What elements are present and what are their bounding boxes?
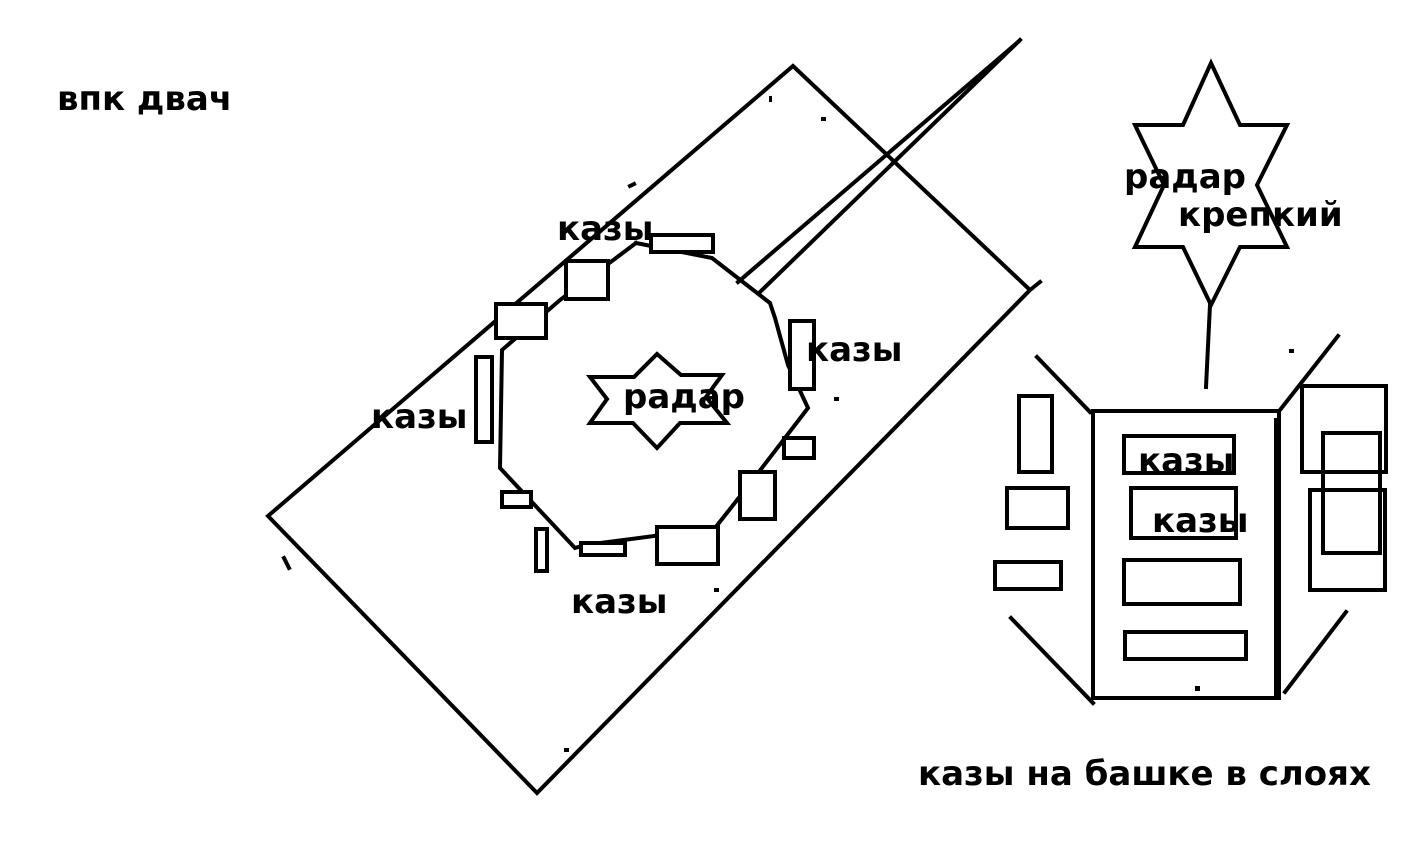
radar-star-icon <box>585 351 732 451</box>
caption: казы на башке в слоях <box>918 754 1371 794</box>
gun-barrel-line-2 <box>757 37 1023 295</box>
kaz-side-box <box>1321 431 1382 555</box>
stray-dot <box>1289 349 1294 353</box>
turret-kazy-label-2: казы <box>1152 501 1249 541</box>
turret-outline <box>497 240 811 551</box>
kaz-layer-box <box>1122 558 1242 606</box>
radar-strong-label: крепкий <box>1178 195 1343 235</box>
stray-tick <box>281 555 292 571</box>
turret-side-line <box>1282 609 1349 695</box>
turret-side-line <box>1008 615 1096 706</box>
kaz-box <box>494 302 548 340</box>
kaz-side-box <box>1308 488 1387 592</box>
kazy-label-top: казы <box>557 209 654 249</box>
stray-dot <box>821 117 826 121</box>
kaz-box <box>788 319 816 391</box>
stray-dot <box>564 748 569 752</box>
kazy-label-right: казы <box>806 330 903 370</box>
kaz-side-box <box>1017 394 1054 474</box>
kaz-layer-box <box>1122 434 1236 475</box>
radar-center-label: радар <box>623 377 746 417</box>
stray-tick <box>627 181 637 189</box>
kaz-side-box <box>1300 384 1388 474</box>
hull-edge-right <box>1027 279 1043 293</box>
kazy-label-bottom: казы <box>571 582 668 622</box>
kaz-box <box>655 525 720 566</box>
stray-dot <box>769 96 772 102</box>
gun-barrel-line-1 <box>735 39 1021 285</box>
kaz-box <box>474 355 494 444</box>
kaz-box <box>534 527 549 573</box>
kaz-layer-box <box>1129 486 1238 540</box>
stray-dot <box>714 588 719 592</box>
kaz-box <box>500 490 533 509</box>
turret-side-line <box>1277 333 1341 413</box>
kaz-side-box <box>1005 486 1070 530</box>
radar-star-label: радар <box>1124 157 1247 197</box>
kaz-box <box>649 233 715 254</box>
kaz-box <box>782 436 816 460</box>
kaz-box <box>579 541 627 557</box>
turret-side-line <box>1034 354 1093 415</box>
kaz-layer-box <box>1123 630 1248 661</box>
tank-hull <box>265 63 1033 796</box>
kaz-box <box>564 259 610 301</box>
turret-kazy-label-1: казы <box>1138 441 1235 481</box>
title: впк двач <box>57 79 233 119</box>
kaz-side-box <box>993 560 1063 591</box>
stray-dot <box>834 397 839 401</box>
stray-dot <box>1195 686 1200 691</box>
radar-mast <box>1203 302 1213 390</box>
kaz-box <box>738 470 777 521</box>
kazy-label-left: казы <box>371 397 468 437</box>
turret-top-view <box>1091 409 1281 700</box>
